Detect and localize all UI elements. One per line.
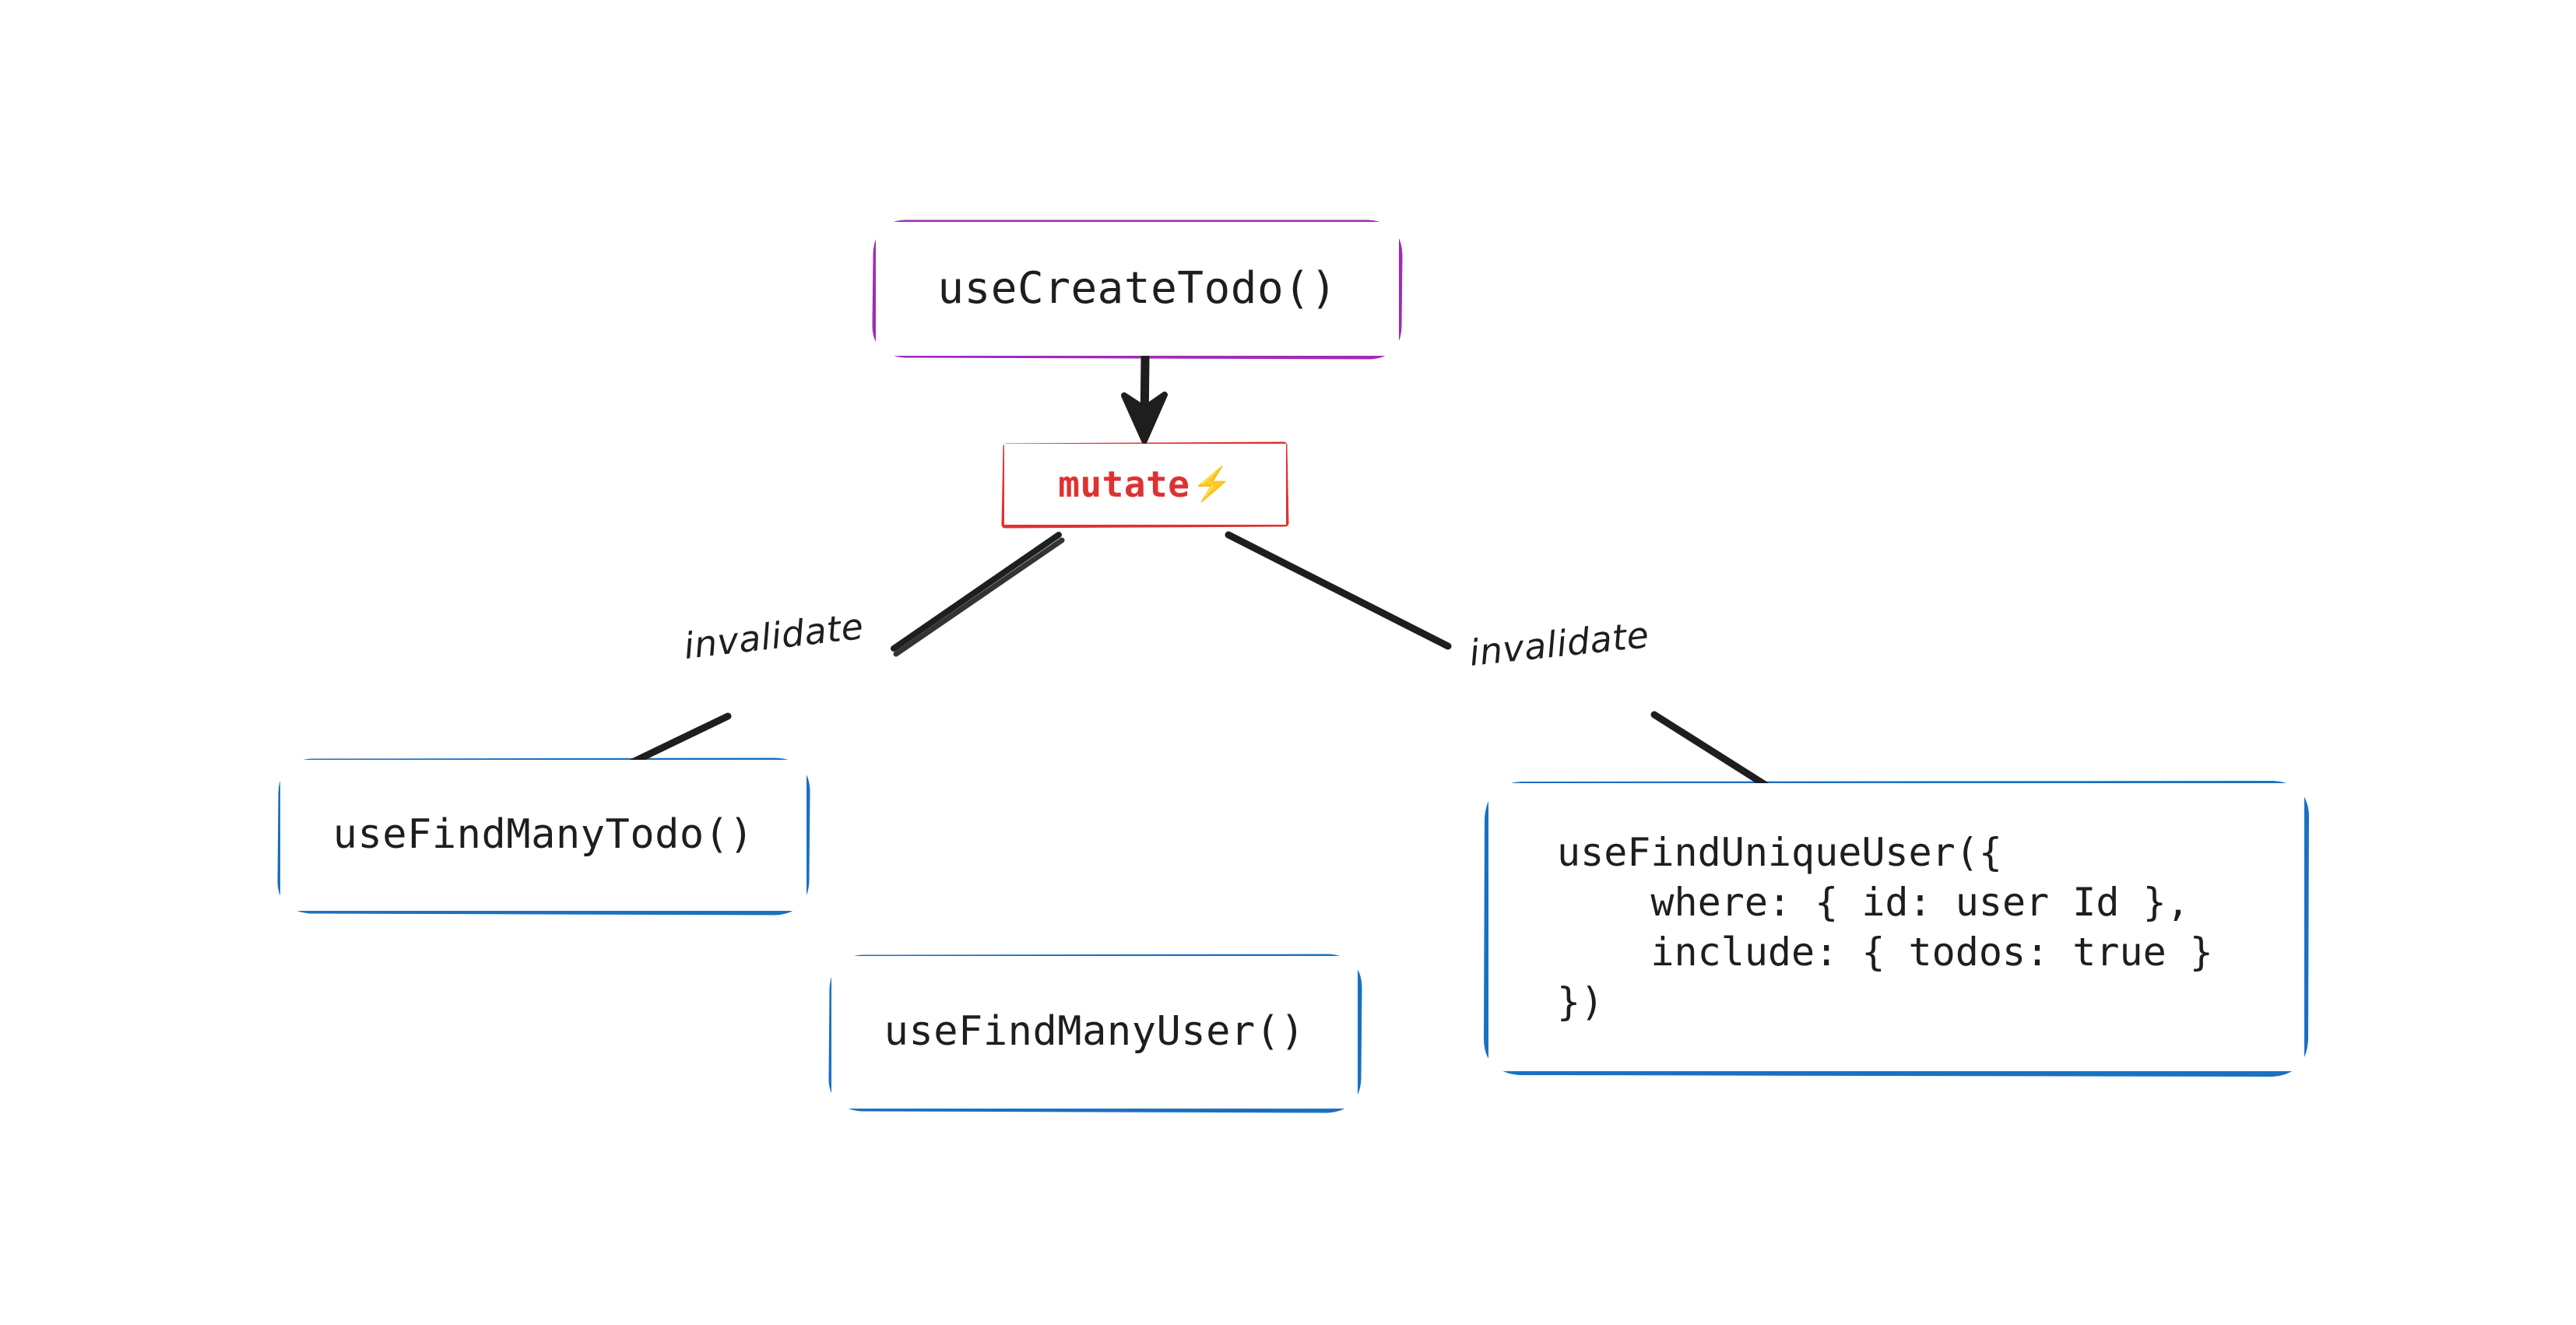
node-use-create-todo-label: useCreateTodo() xyxy=(937,263,1337,315)
node-mutate-label: mutate xyxy=(1058,462,1190,505)
lightning-bolt-icon: ⚡ xyxy=(1191,466,1232,502)
node-use-find-many-todo[interactable]: useFindManyTodo() xyxy=(280,760,807,911)
node-use-find-unique-user[interactable]: useFindUniqueUser({ where: { id: user Id… xyxy=(1488,783,2304,1071)
node-mutate[interactable]: mutate ⚡ xyxy=(1004,444,1286,525)
node-use-find-unique-user-label: useFindUniqueUser({ where: { id: user Id… xyxy=(1557,830,2213,1025)
node-use-find-many-user[interactable]: useFindManyUser() xyxy=(831,956,1358,1109)
arrow-create-to-mutate xyxy=(1121,353,1168,444)
node-use-find-many-user-label: useFindManyUser() xyxy=(884,1008,1306,1056)
node-use-create-todo[interactable]: useCreateTodo() xyxy=(876,222,1399,356)
node-use-find-many-todo-label: useFindManyTodo() xyxy=(332,811,754,859)
